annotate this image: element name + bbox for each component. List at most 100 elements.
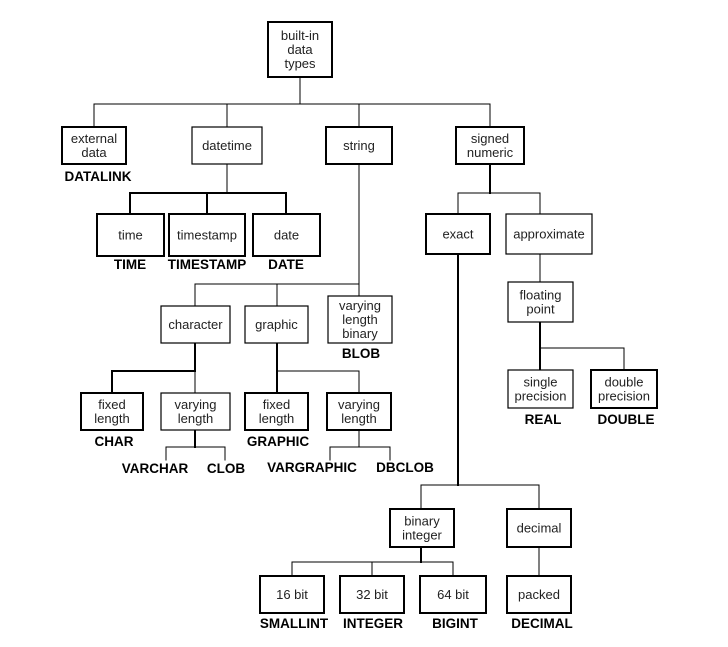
node-graphic: graphic <box>244 305 309 344</box>
node-box <box>61 126 127 165</box>
node-box <box>160 392 231 431</box>
sql-type-datalink: DATALINK <box>65 169 132 184</box>
sql-type-blob: BLOB <box>342 346 380 361</box>
node-box <box>160 305 231 344</box>
node-string: string <box>325 126 393 165</box>
node-box <box>425 213 491 255</box>
node-bit16: 16 bit <box>259 575 325 614</box>
node-label: string <box>343 138 375 153</box>
sql-type-vargraphic: VARGRAPHIC <box>267 460 357 475</box>
sql-type-labels: DATALINK TIME TIMESTAMP DATE BLOB CHAR GRAPHIC… <box>65 169 655 631</box>
node-label: signed <box>471 131 509 146</box>
sql-type-graphic: GRAPHIC <box>247 434 310 449</box>
sql-type-bigint: BIGINT <box>432 616 479 631</box>
node-box <box>191 126 263 165</box>
node-label: 64 bit <box>437 587 469 602</box>
node-bit64: 64 bit <box>419 575 487 614</box>
node-label: varying <box>338 397 380 412</box>
node-box <box>505 213 593 255</box>
sql-type-time: TIME <box>114 257 146 272</box>
node-box <box>507 369 574 409</box>
node-bit32: 32 bit <box>339 575 405 614</box>
node-box <box>326 392 392 431</box>
sql-type-char: CHAR <box>95 434 134 449</box>
node-label: length <box>178 411 213 426</box>
node-label: graphic <box>255 317 298 332</box>
node-box <box>168 213 246 257</box>
node-box <box>506 575 572 614</box>
node-box <box>327 295 393 344</box>
node-label: time <box>118 228 143 243</box>
node-label: approximate <box>513 227 585 242</box>
node-label: length <box>342 312 377 327</box>
node-character: character <box>160 305 231 344</box>
node-time: time <box>96 213 165 257</box>
sql-type-date: DATE <box>268 257 304 272</box>
node-label: date <box>274 228 299 243</box>
sql-type-clob: CLOB <box>207 461 245 476</box>
node-label: point <box>526 302 555 317</box>
sql-type-timestamp: TIMESTAMP <box>168 257 247 272</box>
node-label: data <box>287 42 313 57</box>
node-box <box>389 508 455 548</box>
node-label: length <box>259 411 294 426</box>
node-label: data <box>81 145 107 160</box>
node-label: integer <box>402 528 442 543</box>
node-box <box>96 213 165 257</box>
sql-type-smallint: SMALLINT <box>260 616 329 631</box>
node-label: character <box>168 317 223 332</box>
sql-type-dbclob: DBCLOB <box>376 460 434 475</box>
node-label: built-in <box>281 28 319 43</box>
node-packed: packed <box>506 575 572 614</box>
sql-type-double: DOUBLE <box>598 412 655 427</box>
node-datetime: datetime <box>191 126 263 165</box>
node-box <box>267 21 333 78</box>
node-decimal: decimal <box>506 508 572 548</box>
node-label: binary <box>342 326 378 341</box>
node-label: double <box>604 375 643 390</box>
sql-type-real: REAL <box>525 412 562 427</box>
node-label: binary <box>404 514 440 529</box>
node-label: exact <box>442 227 473 242</box>
sql-type-integer: INTEGER <box>343 616 403 631</box>
node-label: external <box>71 131 117 146</box>
node-approximate: approximate <box>505 213 593 255</box>
node-label: fixed <box>263 397 290 412</box>
node-label: packed <box>518 587 560 602</box>
node-label: varying <box>175 397 217 412</box>
node-label: varying <box>339 298 381 313</box>
node-box <box>590 369 658 409</box>
node-label: types <box>284 56 316 71</box>
node-label: precision <box>514 389 566 404</box>
node-box <box>506 508 572 548</box>
node-label: fixed <box>98 397 125 412</box>
node-box <box>244 305 309 344</box>
node-box <box>252 213 321 257</box>
node-box <box>259 575 325 614</box>
connector-lines <box>93 76 625 577</box>
node-exact: exact <box>425 213 491 255</box>
sql-type-varchar: VARCHAR <box>122 461 189 476</box>
sql-type-decimal: DECIMAL <box>511 616 573 631</box>
node-label: floating <box>520 288 562 303</box>
node-box <box>244 392 309 431</box>
node-box <box>419 575 487 614</box>
node-label: decimal <box>517 521 562 536</box>
node-label: length <box>341 411 376 426</box>
node-label: 32 bit <box>356 587 388 602</box>
node-label: datetime <box>202 138 252 153</box>
node-box <box>339 575 405 614</box>
node-box <box>325 126 393 165</box>
node-label: 16 bit <box>276 587 308 602</box>
